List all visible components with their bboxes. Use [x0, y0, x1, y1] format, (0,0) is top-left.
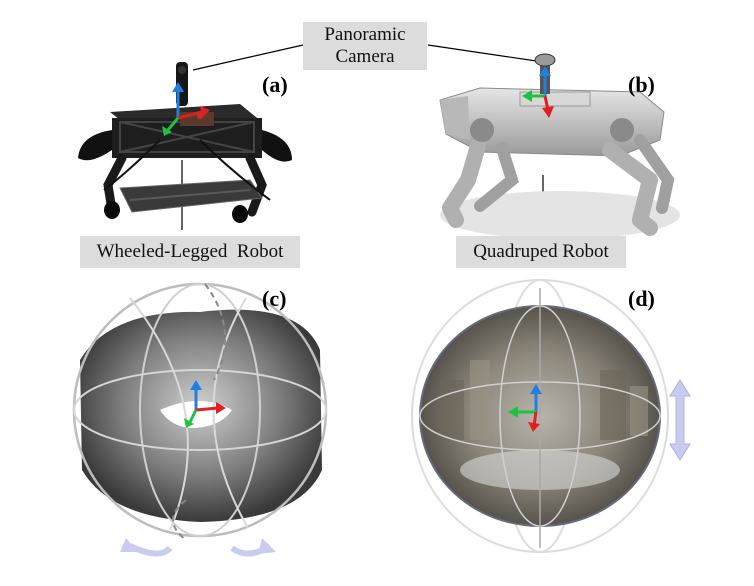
axes-b: [522, 66, 554, 118]
panel-label-c: (c): [262, 286, 287, 311]
axes-c: [184, 380, 226, 428]
panel-label-a: (a): [262, 72, 288, 97]
axes-d: [508, 384, 542, 432]
panel-label-d: (d): [628, 286, 655, 311]
quadruped-robot-label: Quadruped Robot: [456, 236, 626, 268]
panoramic-sphere-translation: [411, 279, 691, 553]
panoramic-sphere-rotation: [72, 282, 328, 557]
wheeled-legged-robot-label: Wheeled-Legged Robot: [80, 236, 300, 268]
wheeled-legged-robot-photo: [78, 62, 292, 223]
axes-a: [162, 82, 210, 136]
quadruped-robot-photo: [439, 53, 680, 239]
panoramic-camera-label: Panoramic Camera: [303, 22, 427, 70]
panoramic-camera-label-line2: Camera: [335, 45, 395, 67]
panel-label-b: (b): [628, 72, 655, 97]
panoramic-camera-label-line1: Panoramic: [324, 24, 406, 45]
